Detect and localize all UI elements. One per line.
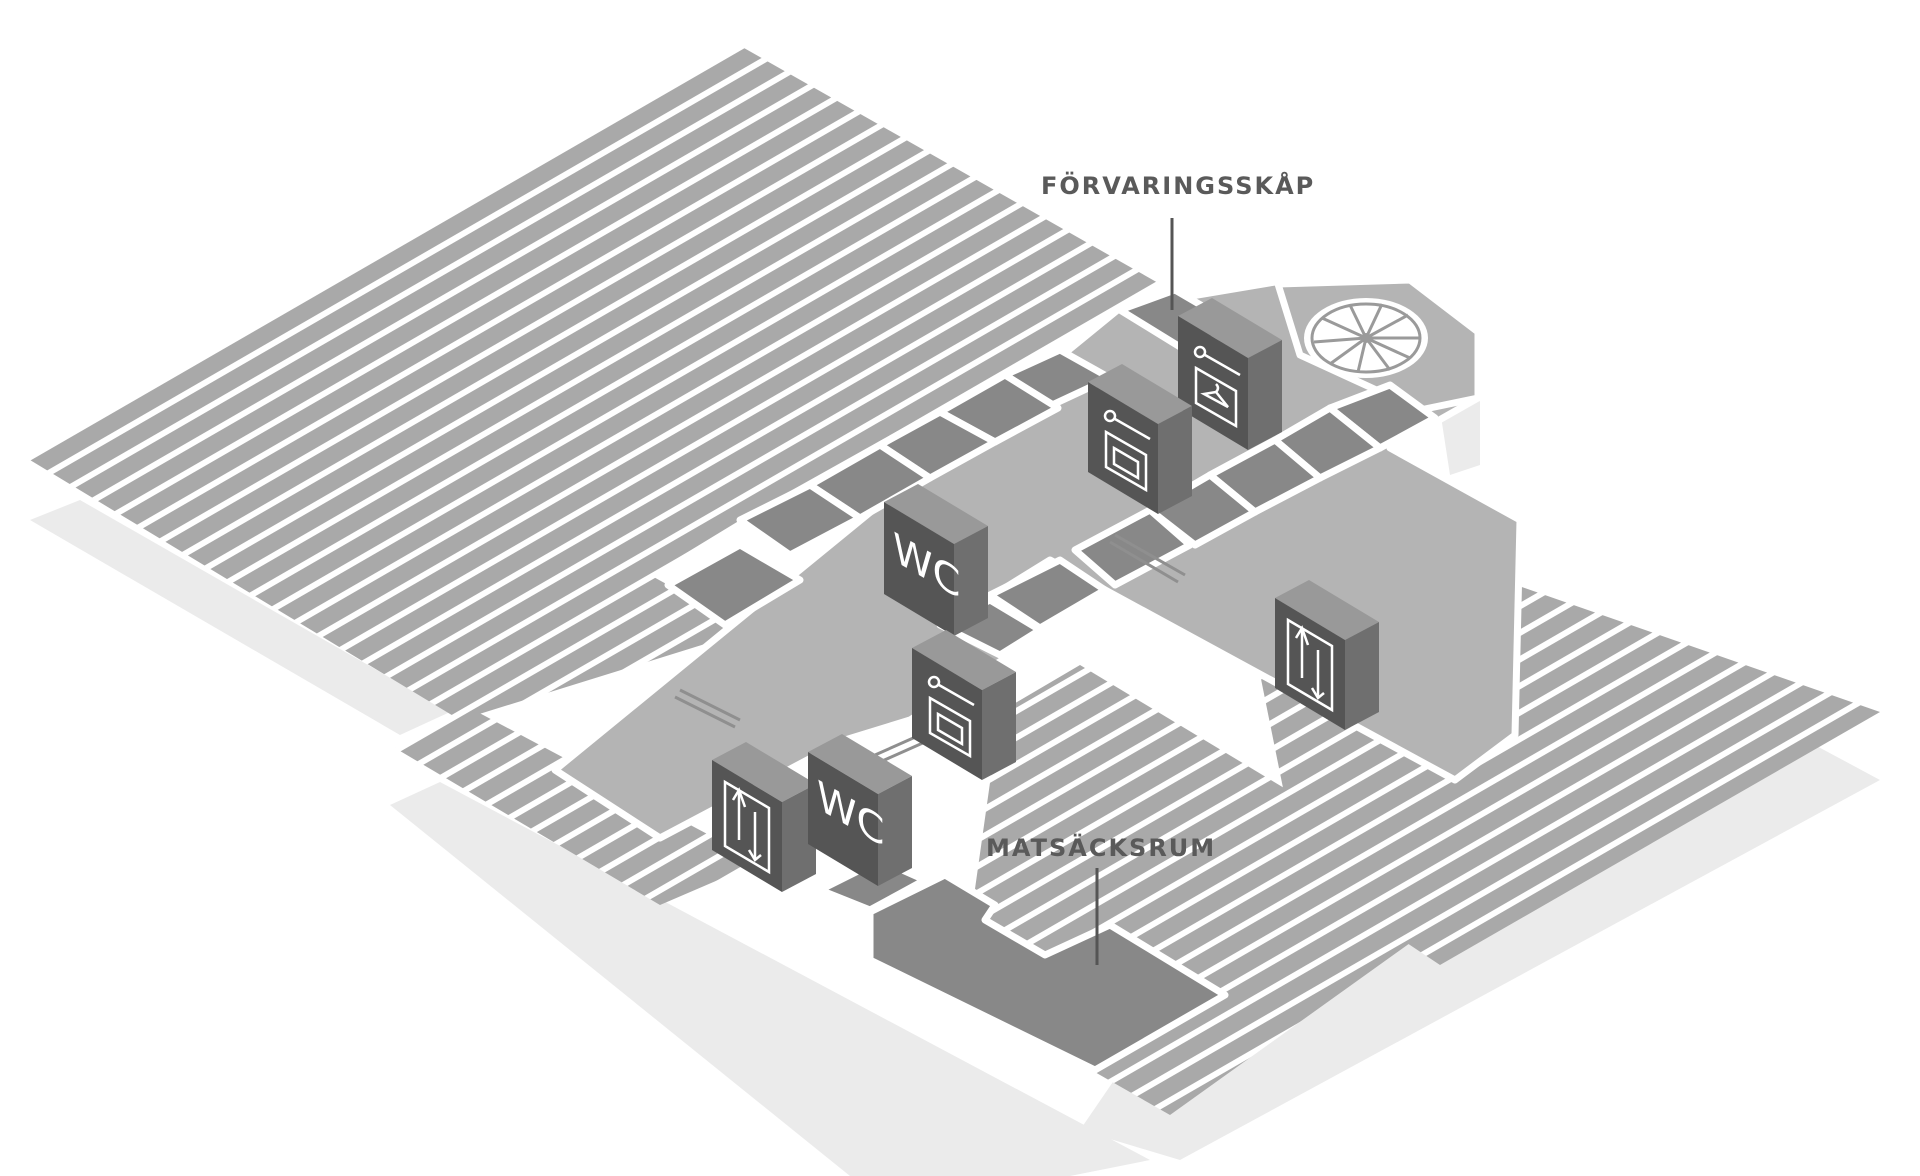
hatched-block-south-west [395, 708, 760, 905]
room [664, 541, 804, 629]
label-lockers: FÖRVARINGSSKÅP [1041, 172, 1316, 200]
sign-lockers [1178, 298, 1282, 450]
elevator-icon [723, 779, 771, 875]
room [1071, 506, 1194, 589]
locker-key-bag-icon [1103, 409, 1151, 493]
spiral-stairs-icon [1304, 298, 1428, 378]
sign-elevator-left [712, 742, 816, 892]
room [736, 481, 864, 559]
hatched-block-north [30, 48, 1160, 720]
locker-key-hanger-icon [1193, 345, 1241, 429]
tactile-strips [674, 533, 1186, 764]
sign-wc-upper: WC [884, 484, 988, 636]
lunch-room [866, 871, 1229, 1074]
sign-elevator-right [1275, 580, 1379, 730]
label-lunch-room: MATSÄCKSRUM [986, 834, 1217, 862]
locker-key-bag-icon [927, 675, 975, 759]
sign-wc-lower: WC [808, 734, 912, 886]
elevator-icon [1286, 617, 1334, 713]
sign-luggage-upper [1088, 364, 1192, 514]
sign-luggage-lower [912, 630, 1016, 780]
